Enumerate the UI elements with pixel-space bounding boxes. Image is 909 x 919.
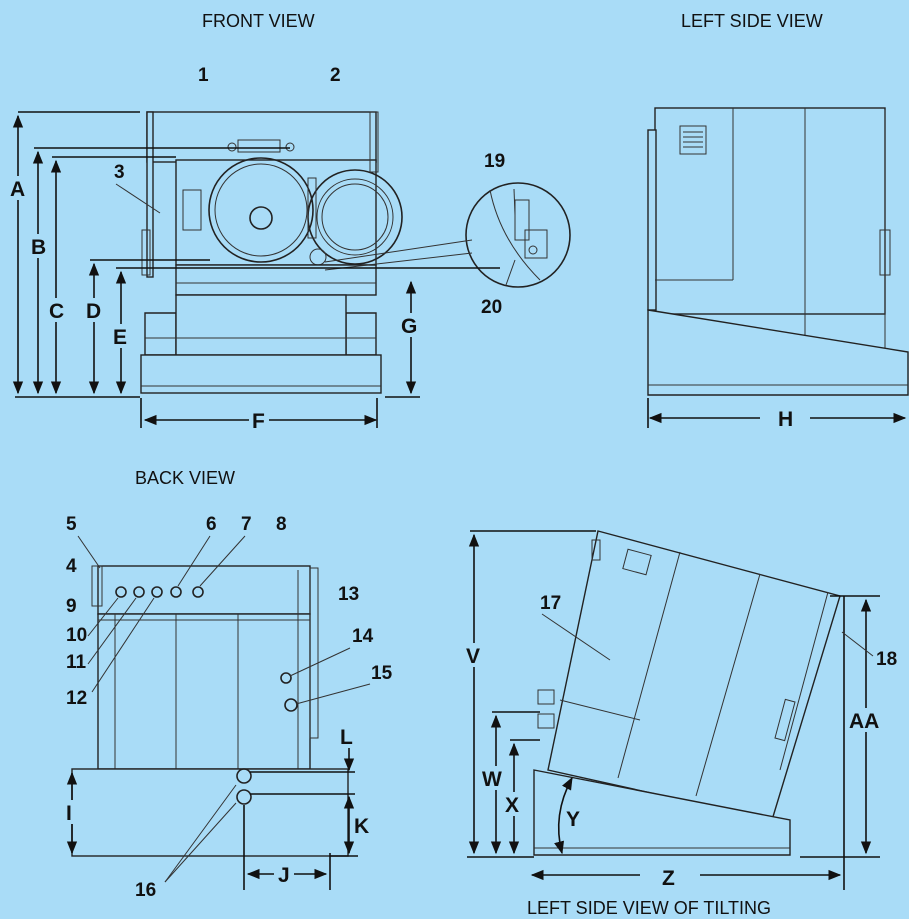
callout-8: 8 — [276, 514, 287, 535]
callout-18: 18 — [876, 649, 897, 670]
dim-Z-label: Z — [662, 867, 675, 890]
left-side-view — [647, 107, 909, 428]
dim-A-label: A — [10, 178, 25, 201]
back-view — [66, 565, 358, 890]
dim-F-label: F — [252, 410, 265, 433]
callout-6: 6 — [206, 514, 217, 535]
callout-4: 4 — [66, 556, 77, 577]
callout-1: 1 — [198, 65, 209, 86]
left-side-view-title: LEFT SIDE VIEW — [681, 11, 823, 31]
callout-5: 5 — [66, 514, 77, 535]
callout-11: 11 — [66, 652, 87, 673]
front-view-title: FRONT VIEW — [202, 11, 315, 31]
dim-E-label: E — [113, 326, 127, 349]
callout-13: 13 — [338, 584, 359, 605]
callout-10: 10 — [66, 625, 87, 646]
dim-J-label: J — [278, 864, 290, 887]
dim-G-label: G — [401, 315, 417, 338]
callout-16: 16 — [135, 880, 156, 901]
dim-H-label: H — [778, 408, 793, 431]
callout-2: 2 — [330, 65, 341, 86]
dim-Y-label: Y — [566, 808, 580, 831]
dim-D-label: D — [86, 300, 101, 323]
callout-19: 19 — [484, 151, 505, 172]
callout-9: 9 — [66, 596, 77, 617]
callout-14: 14 — [352, 626, 374, 647]
tilting-view-title: LEFT SIDE VIEW OF TILTING — [527, 898, 771, 918]
callout-3: 3 — [114, 162, 125, 183]
back-view-title: BACK VIEW — [135, 468, 235, 488]
dim-V-label: V — [466, 645, 480, 668]
dim-L-label: L — [340, 726, 353, 749]
callout-12: 12 — [66, 688, 87, 709]
callout-20: 20 — [481, 297, 502, 318]
dim-C-label: C — [49, 300, 64, 323]
callout-15: 15 — [371, 663, 393, 684]
callout-17: 17 — [540, 593, 561, 614]
callout-7: 7 — [241, 514, 252, 535]
dim-B-label: B — [31, 236, 46, 259]
dim-I-label: I — [66, 802, 72, 825]
dim-K-label: K — [354, 815, 369, 838]
dim-AA-label: AA — [849, 710, 879, 733]
dim-X-label: X — [505, 794, 519, 817]
dim-W-label: W — [482, 768, 502, 791]
front-view — [12, 111, 571, 428]
tilting-view — [467, 530, 880, 890]
